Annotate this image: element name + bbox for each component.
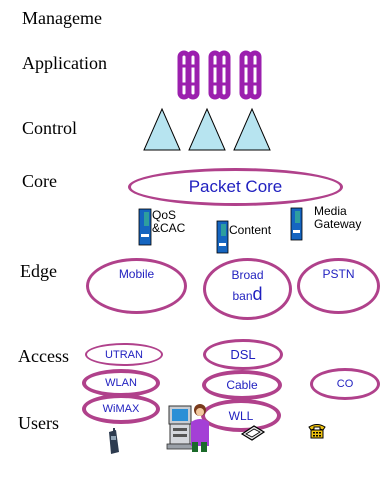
qos-cac-label: QoS &CAC [152,208,186,235]
media-gateway-label: Media Gateway [314,204,362,231]
telephone-icon [308,424,326,439]
access-wimax-ellipse: WiMAX [82,394,160,424]
desktop-user-icon [166,404,209,452]
access-dsl-ellipse: DSL [203,339,283,370]
access-co-ellipse: CO [310,368,380,400]
layer-label-application: Application [22,53,107,73]
access-cable-ellipse: Cable [202,370,282,400]
edge-pstn-ellipse: PSTN [297,258,380,314]
application-cluster-icon [177,50,262,100]
edge-broadband-ellipse: Broad band [203,258,292,320]
server-tower-icon [216,220,229,254]
edge-mobile-label: Mobile [118,267,155,281]
edge-broadband-label: Broad band [231,268,264,304]
mobile-phone-icon [109,428,119,454]
control-triangle-icon [143,107,181,151]
access-wlan-ellipse: WLAN [82,369,160,397]
control-triangles [143,107,271,151]
access-wll-ellipse: WLL [201,399,281,432]
server-tower-icon [138,208,152,246]
server-tower-icon [290,207,303,241]
layer-label-control: Control [22,118,78,138]
layer-label-edge: Edge [20,261,57,281]
edge-pstn-label: PSTN [322,267,355,281]
control-triangle-icon [188,107,226,151]
layer-label-management: Manageme [22,8,102,28]
layer-label-access: Access [18,346,69,366]
control-triangle-icon [233,107,271,151]
access-utran-ellipse: UTRAN [85,343,163,366]
content-label: Content [229,223,272,237]
edge-mobile-ellipse: Mobile [86,258,187,314]
layer-label-users: Users [18,413,59,433]
layer-label-core: Core [22,171,57,191]
packet-core-ellipse: Packet Core [128,168,343,206]
handheld-device-icon [240,425,266,441]
